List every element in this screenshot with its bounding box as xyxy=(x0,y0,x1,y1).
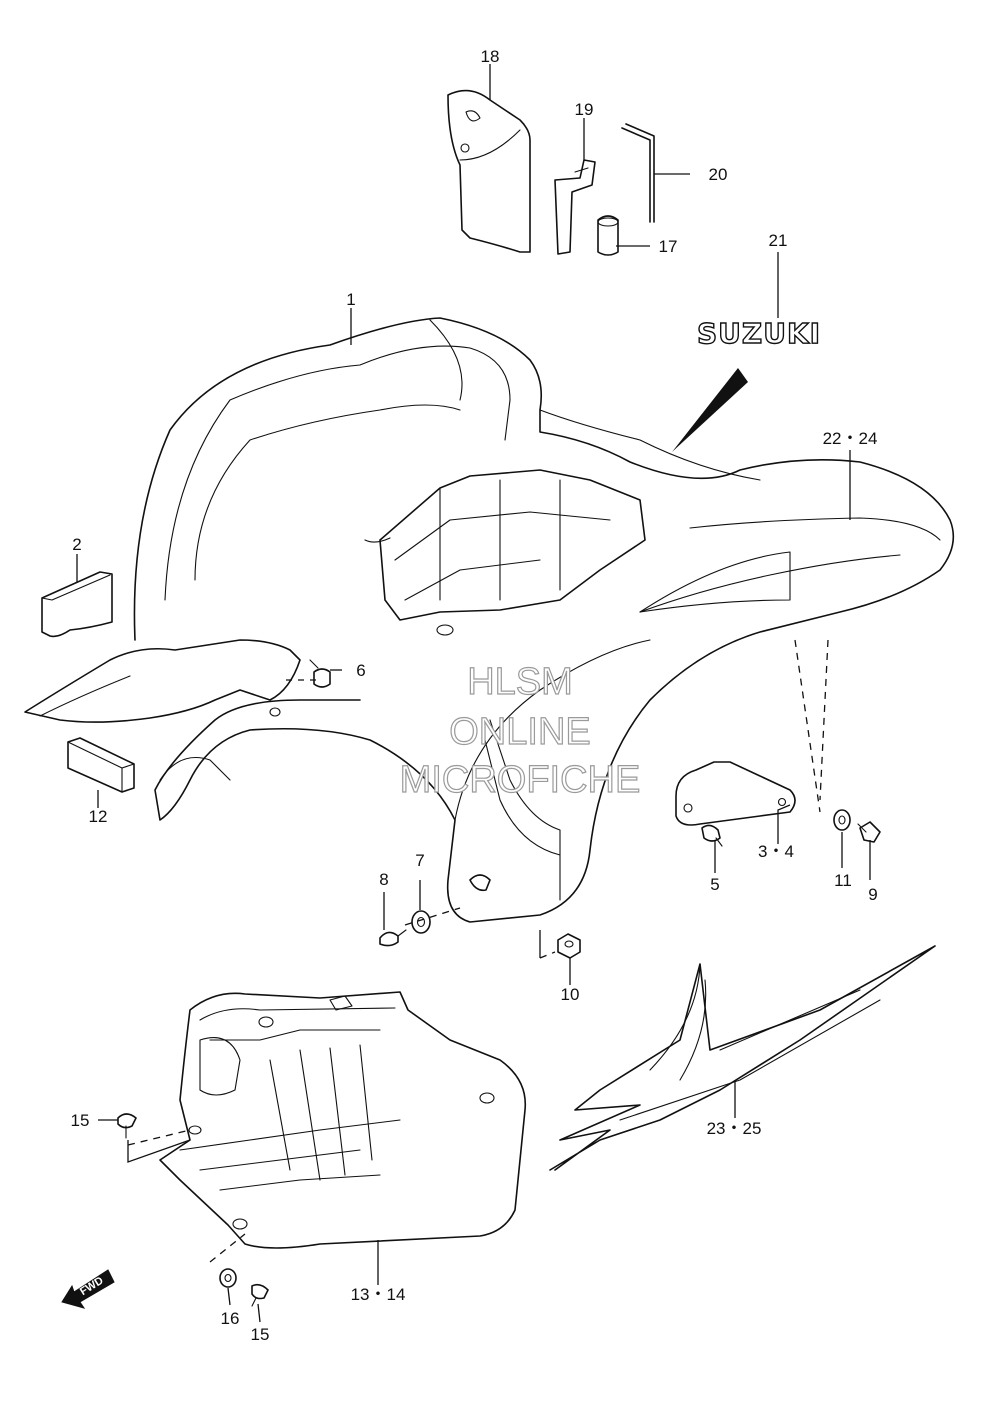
label-part-12: 12 xyxy=(89,807,108,826)
washer-part-7 xyxy=(411,910,431,934)
label-part-21: 21 xyxy=(769,231,788,250)
part-labels: 18 19 20 17 21 1 22・24 2 6 12 3・4 5 11 9… xyxy=(71,47,878,1344)
bolt-part-5 xyxy=(701,824,723,847)
label-part-1: 1 xyxy=(346,290,355,309)
splash-guard-part xyxy=(447,89,531,253)
label-part-15-upper: 15 xyxy=(71,1111,90,1130)
label-part-23-25: 23・25 xyxy=(707,1119,762,1138)
label-part-5: 5 xyxy=(710,875,719,894)
label-part-2: 2 xyxy=(72,535,81,554)
suzuki-emblem: SUZUKI xyxy=(696,316,821,350)
label-part-17: 17 xyxy=(659,237,678,256)
nut-part-10 xyxy=(557,933,581,959)
washer-part-16 xyxy=(219,1268,237,1288)
label-part-13-14: 13・14 xyxy=(351,1285,406,1304)
clip-part xyxy=(309,659,331,688)
label-part-15-lower: 15 xyxy=(251,1325,270,1344)
fwd-arrow-icon: FWD xyxy=(61,1269,115,1309)
leader-lines xyxy=(76,64,871,1323)
suzuki-logo-text: SUZUKI xyxy=(697,317,821,350)
label-part-18: 18 xyxy=(481,47,500,66)
label-part-11: 11 xyxy=(834,871,852,890)
label-part-16: 16 xyxy=(221,1309,240,1328)
label-part-22-24: 22・24 xyxy=(823,429,878,448)
spanner-part xyxy=(554,159,596,255)
label-part-7: 7 xyxy=(415,851,424,870)
decal-part xyxy=(549,945,936,1171)
bolt-part-9 xyxy=(857,821,881,843)
watermark-line-1: HLSM xyxy=(467,661,573,703)
plate-part xyxy=(41,571,113,638)
mud-guard-part xyxy=(159,991,527,1249)
label-part-6: 6 xyxy=(356,661,365,680)
block-part xyxy=(67,737,135,793)
orientation-arrow xyxy=(672,368,748,452)
rear-fender-part xyxy=(24,317,955,923)
bracket-part xyxy=(675,761,796,826)
label-part-8: 8 xyxy=(379,870,388,889)
washer-part-11 xyxy=(833,809,851,831)
watermark-line-2: ONLINE xyxy=(449,711,590,753)
watermark: HLSM ONLINE MICROFICHE xyxy=(399,660,641,801)
label-part-9: 9 xyxy=(868,885,877,904)
screw-part-15-upper xyxy=(117,1113,137,1139)
watermark-line-3: MICROFICHE xyxy=(400,759,641,801)
hex-wrench-part xyxy=(621,123,655,223)
stripe-decal-part xyxy=(639,551,791,613)
label-part-20: 20 xyxy=(709,165,728,184)
screw-part-15-lower xyxy=(251,1283,269,1307)
pin-part xyxy=(597,215,619,256)
label-part-19: 19 xyxy=(575,100,594,119)
label-part-10: 10 xyxy=(561,985,580,1004)
label-part-3-4: 3・4 xyxy=(758,842,794,861)
screw-part-8 xyxy=(379,929,407,947)
